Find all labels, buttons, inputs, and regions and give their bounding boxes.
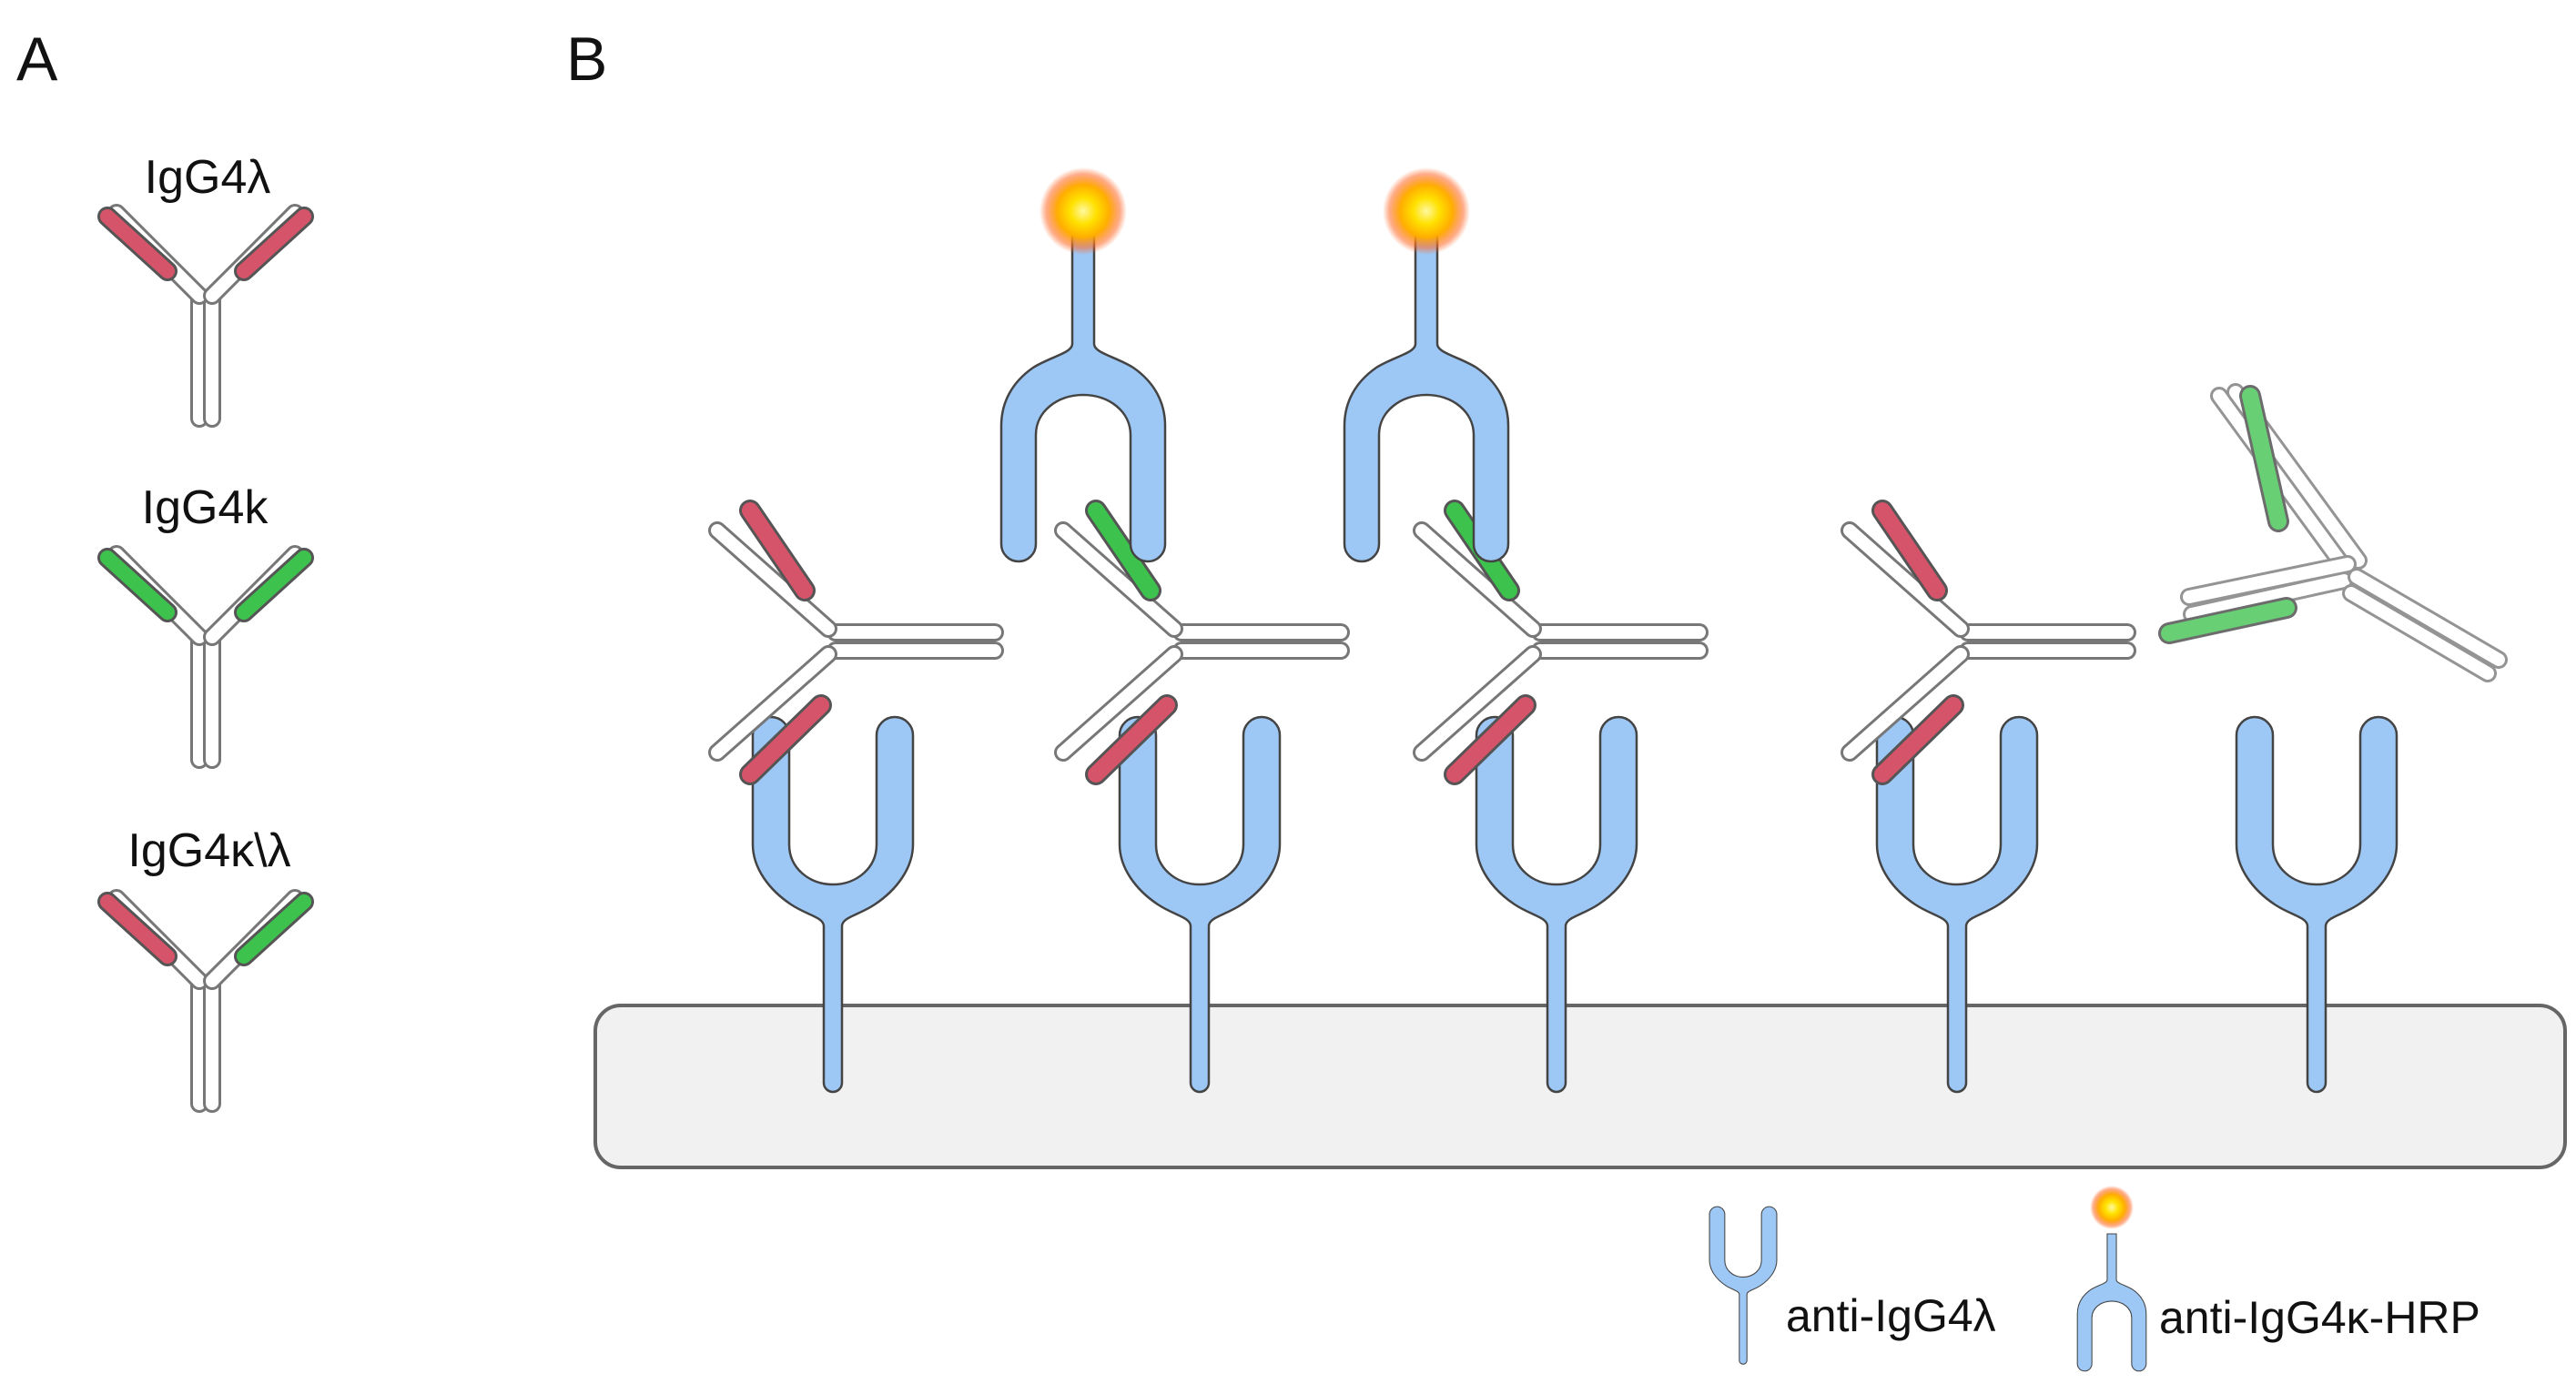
antibody-type-label: IgG4λ bbox=[145, 151, 271, 204]
detection-antibody-icon bbox=[999, 233, 1167, 563]
igg4-lambda-icon bbox=[97, 213, 314, 419]
legend-detection-icon bbox=[2076, 1233, 2147, 1372]
captured-igg4-kappa-lambda bbox=[1422, 500, 1699, 785]
panel-b: anti-IgG4λ anti-IgG4κ-HRP bbox=[593, 167, 2567, 1372]
hrp-glow-icon bbox=[2090, 1186, 2134, 1229]
legend-capture-label: anti-IgG4λ bbox=[1786, 1290, 1996, 1341]
detection-antibody-icon bbox=[1343, 233, 1510, 563]
hrp-glow-icon bbox=[1040, 167, 1127, 255]
captured-igg4-lambda bbox=[717, 500, 995, 785]
captured-igg4-kappa-lambda bbox=[1063, 500, 1341, 785]
hrp-glow-icon bbox=[1383, 167, 1470, 255]
antibody-type-label: IgG4k bbox=[142, 481, 269, 534]
panel-a: IgG4λ IgG4k IgG4κ\λ bbox=[97, 151, 314, 1104]
detection-antibody-1 bbox=[999, 167, 1167, 563]
legend-detection-label: anti-IgG4κ-HRP bbox=[2159, 1292, 2480, 1343]
legend: anti-IgG4λ anti-IgG4κ-HRP bbox=[1709, 1186, 2480, 1372]
antibody-type-label: IgG4κ\λ bbox=[127, 824, 290, 877]
igg4-kappa-icon bbox=[97, 554, 314, 760]
legend-capture-icon bbox=[1709, 1206, 1778, 1365]
panel-a-label: A bbox=[16, 25, 58, 94]
panel-b-label: B bbox=[566, 25, 607, 94]
detection-antibody-2 bbox=[1343, 167, 1510, 563]
elisa-plate bbox=[593, 1004, 2567, 1169]
captured-igg4-lambda bbox=[1850, 500, 2127, 785]
igg4-kappa-lambda-icon bbox=[97, 898, 314, 1104]
free-igg4-kappa bbox=[2158, 383, 2508, 682]
